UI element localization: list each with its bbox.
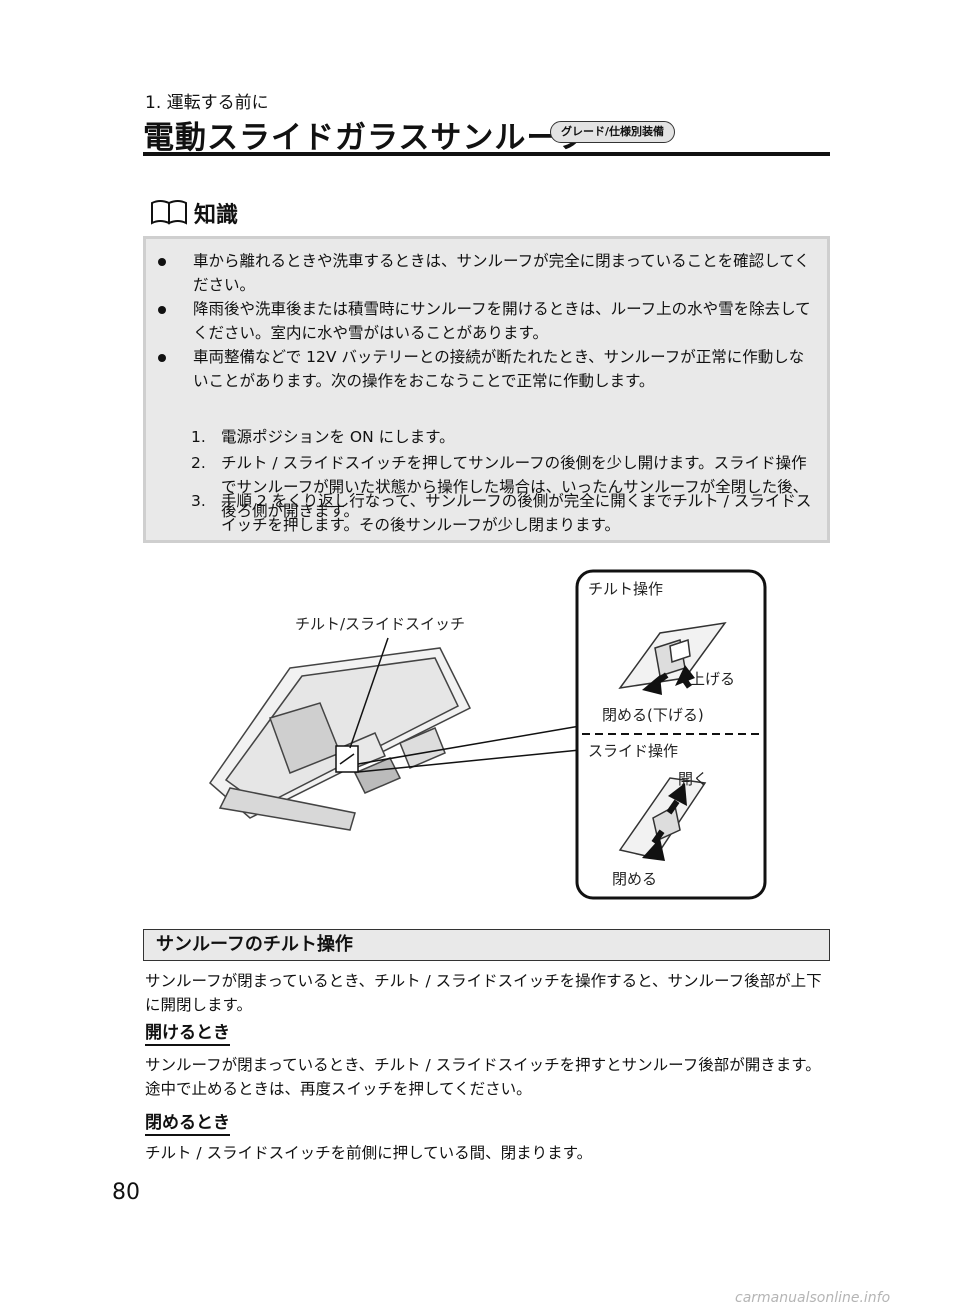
- callout-lines: [349, 637, 581, 773]
- bullet-text: 降雨後や洗車後または積雪時にサンルーフを開けるときは、ルーフ上の水や雪を除去して…: [193, 300, 811, 342]
- knowledge-bullet: 降雨後や洗車後または積雪時にサンルーフを開けるときは、ルーフ上の水や雪を除去して…: [158, 297, 815, 345]
- tilt-close-label: 閉める(下げる): [602, 706, 704, 724]
- tilt-operation-label: チルト操作: [588, 580, 664, 598]
- watermark: carmanualsonline.info: [735, 1290, 891, 1306]
- tilt-up-arrow-icon: [675, 665, 695, 689]
- knowledge-title: 知識: [194, 203, 239, 228]
- grade-badge: グレード/仕様別装備: [550, 121, 676, 143]
- step-text: チルト / スライドスイッチを押してサンルーフの後側を少し開けます。スライド操作…: [221, 454, 809, 520]
- step-number: 2.: [191, 454, 206, 472]
- open-subheading: 開けるとき: [145, 1022, 230, 1046]
- step-number: 1.: [191, 428, 206, 446]
- knowledge-bullet: 車から離れるときや洗車するときは、サンルーフが完全に閉まっていることを確認してく…: [158, 249, 815, 297]
- section-intro: サンルーフが閉まっているとき、チルト / スライドスイッチを操作すると、サンルー…: [145, 972, 822, 1014]
- detail-inset-frame: [575, 569, 767, 900]
- slide-close-arrow-icon: [642, 829, 665, 861]
- procedure-step: 2. チルト / スライドスイッチを押してサンルーフの後側を少し開けます。スライ…: [191, 451, 815, 523]
- knowledge-heading: 知識: [150, 196, 238, 230]
- page-number: 80: [112, 1180, 140, 1205]
- overhead-switch: [335, 745, 359, 773]
- bullet-dot: [158, 258, 166, 266]
- book-icon: [150, 197, 188, 229]
- chapter-heading: 1. 運転する前に: [145, 93, 269, 113]
- slide-open-arrow-icon: [666, 783, 687, 815]
- sunroof-switch-figure: チルト/スライドスイッチ チルト操作 上げる 閉める(下げる) スライド操作 開…: [190, 568, 770, 903]
- slide-open-label: 開く: [678, 770, 709, 788]
- open-text: サンルーフが閉まっているとき、チルト / スライドスイッチを押すとサンルーフ後部…: [145, 1056, 821, 1098]
- bullet-text: 車両整備などで 12V バッテリーとの接続が断たれたとき、サンルーフが正常に作動…: [193, 348, 805, 390]
- close-subheading: 閉めるとき: [145, 1112, 230, 1136]
- procedure-step: 3. 手順 2 をくり返し行なって、サンルーフの後側が完全に開くまでチルト / …: [191, 489, 815, 537]
- tilt-switch-detail: [618, 621, 727, 690]
- knowledge-bullet: 車両整備などで 12V バッテリーとの接続が断たれたとき、サンルーフが正常に作動…: [158, 345, 815, 393]
- switch-callout-label: チルト/スライドスイッチ: [295, 615, 466, 633]
- slide-close-label: 閉める: [612, 870, 658, 888]
- page-title: 電動スライドガラスサンルーフ: [143, 120, 589, 156]
- tilt-close-arrow-icon: [642, 672, 669, 695]
- section-heading: サンルーフのチルト操作: [143, 929, 830, 961]
- procedure-step: 1. 電源ポジションを ON にします。: [191, 425, 815, 449]
- bullet-text: 車から離れるときや洗車するときは、サンルーフが完全に閉まっていることを確認してく…: [193, 252, 810, 294]
- overhead-console-illustration: [209, 647, 472, 831]
- tilt-up-label: 上げる: [690, 670, 736, 688]
- close-text: チルト / スライドスイッチを前側に押している間、閉まります。: [145, 1144, 593, 1162]
- step-number: 3.: [191, 492, 206, 510]
- bullet-dot: [158, 354, 166, 362]
- step-text: 手順 2 をくり返し行なって、サンルーフの後側が完全に開くまでチルト / スライ…: [221, 492, 812, 534]
- slide-operation-label: スライド操作: [588, 742, 679, 760]
- title-rule: [143, 152, 830, 156]
- knowledge-box: 車から離れるときや洗車するときは、サンルーフが完全に閉まっていることを確認してく…: [143, 236, 830, 543]
- bullet-dot: [158, 306, 166, 314]
- step-text: 電源ポジションを ON にします。: [221, 428, 455, 446]
